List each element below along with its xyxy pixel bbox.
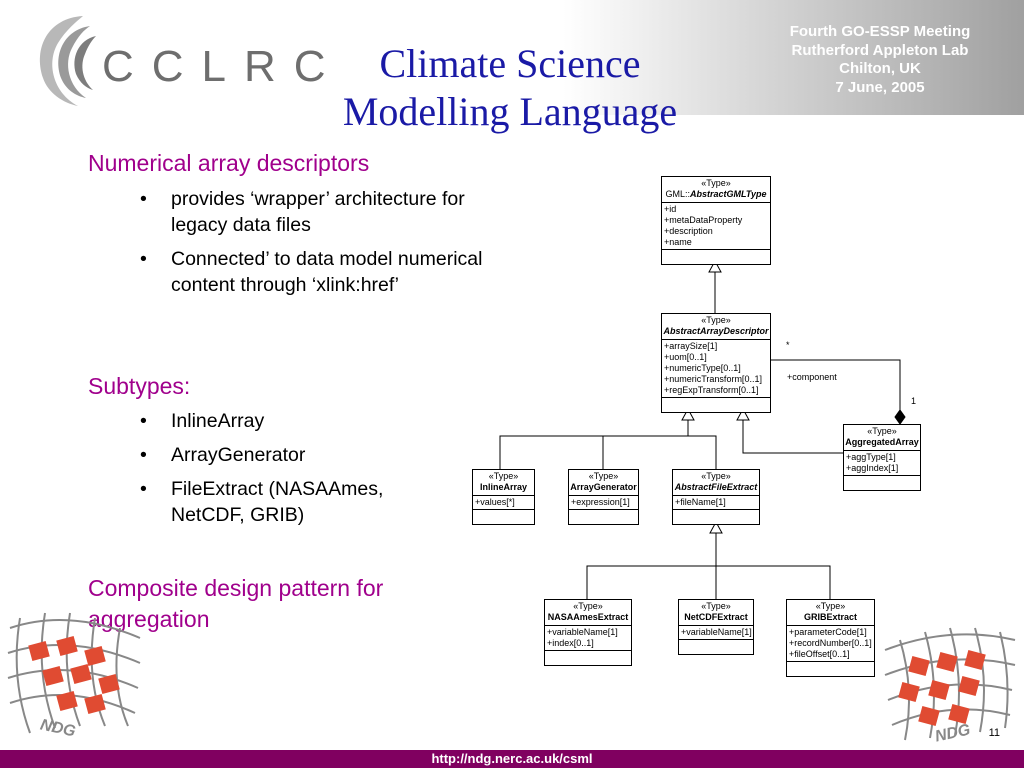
heading-subtypes: Subtypes: bbox=[88, 373, 191, 399]
heading-composite: Composite design pattern for aggregation bbox=[88, 575, 384, 632]
multiplicity-one: 1 bbox=[911, 396, 917, 406]
uml-class-inline-array: «Type» InlineArray +values[*] bbox=[472, 469, 535, 525]
meeting-line: 7 June, 2005 bbox=[835, 78, 925, 96]
list-item: •FileExtract (NASAAmes, NetCDF, GRIB) bbox=[140, 478, 384, 526]
slide-title: Climate Science Modelling Language bbox=[300, 40, 720, 136]
association-role: +component bbox=[787, 372, 837, 382]
list-item: •InlineArray bbox=[140, 410, 265, 432]
header-band bbox=[0, 0, 1024, 115]
cclrc-logo-text: CCLRC bbox=[102, 42, 344, 91]
multiplicity-many: * bbox=[786, 340, 790, 350]
meeting-info: Fourth GO-ESSP Meeting Rutherford Applet… bbox=[760, 23, 1000, 97]
title-line-2: Modelling Language bbox=[342, 89, 678, 134]
list-item: •provides ‘wrapper’ architecture for leg… bbox=[140, 188, 465, 236]
list-item: •Connected’ to data model numerical cont… bbox=[140, 248, 483, 296]
uml-class-grib-extract: «Type» GRIBExtract +parameterCode[1] +re… bbox=[786, 599, 875, 677]
uml-class-abstract-array-descriptor: «Type» AbstractArrayDescriptor +arraySiz… bbox=[661, 313, 771, 413]
title-line-1: Climate Science bbox=[379, 41, 641, 86]
footer-bar: http://ndg.nerc.ac.uk/csml bbox=[0, 750, 1024, 768]
uml-class-array-generator: «Type» ArrayGenerator +expression[1] bbox=[568, 469, 639, 525]
heading-numerical-array: Numerical array descriptors bbox=[88, 150, 370, 176]
uml-class-abstract-gml-type: «Type» GML::AbstractGMLType +id +metaDat… bbox=[661, 176, 771, 265]
uml-class-aggregated-array: «Type» AggregatedArray +aggType[1] +aggI… bbox=[843, 424, 921, 491]
ndg-logo-icon bbox=[7, 612, 141, 734]
cclrc-logo-icon bbox=[39, 16, 96, 106]
meeting-line: Chilton, UK bbox=[839, 60, 921, 77]
meeting-line: Fourth GO-ESSP Meeting bbox=[789, 23, 971, 40]
bullet-list-1: •provides ‘wrapper’ architecture for leg… bbox=[140, 186, 500, 306]
uml-class-netcdf-extract: «Type» NetCDFExtract +variableName[1] bbox=[678, 599, 754, 655]
page-number: 11 bbox=[988, 727, 1000, 739]
ndg-logo-icon bbox=[884, 627, 1016, 741]
meeting-line: Rutherford Appleton Lab bbox=[791, 41, 969, 59]
list-item: •ArrayGenerator bbox=[140, 444, 306, 466]
footer-url-link[interactable]: http://ndg.nerc.ac.uk/csml bbox=[431, 751, 593, 766]
bullet-list-2: •InlineArray •ArrayGenerator •FileExtrac… bbox=[140, 408, 500, 536]
uml-class-nasa-ames-extract: «Type» NASAAmesExtract +variableName[1] … bbox=[544, 599, 632, 666]
uml-class-abstract-file-extract: «Type» AbstractFileExtract +fileName[1] bbox=[672, 469, 760, 525]
